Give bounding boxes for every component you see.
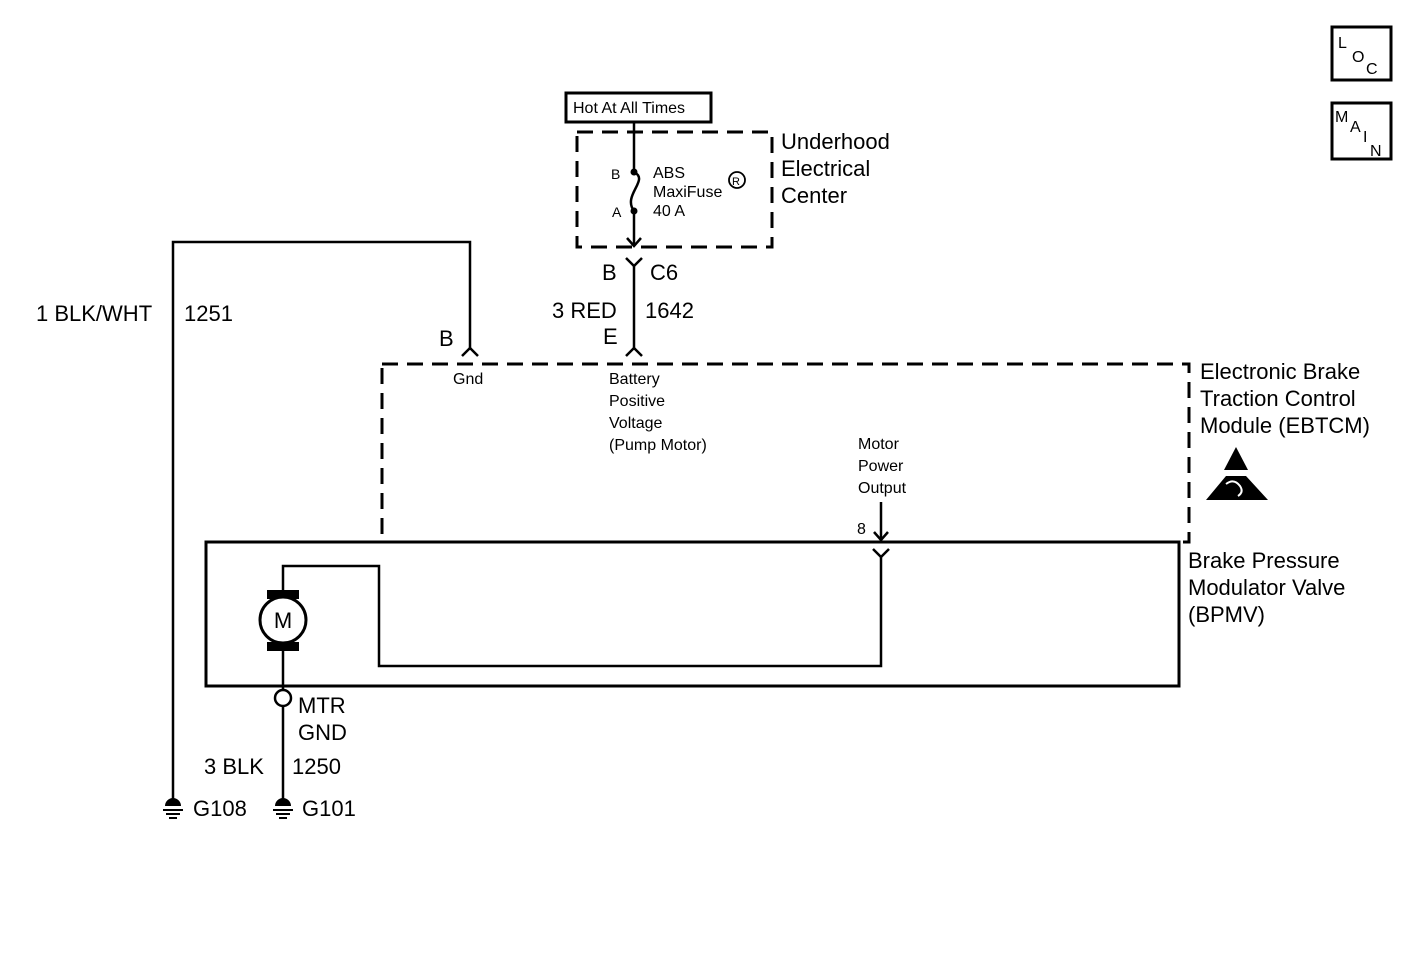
fuse-rating: 40 A [653,203,685,220]
motor-output-pin: 8 [857,521,866,538]
registered-mark-icon [728,171,746,189]
battery-label-2: Positive [609,393,665,410]
bpmv-box [204,540,1181,688]
loc-char-3: C [1366,61,1378,78]
main-char-2: A [1350,119,1361,136]
main-char-3: I [1363,129,1367,146]
wire-blkwht-pin: B [439,326,454,351]
loc-button[interactable]: L O C [1330,25,1393,82]
underhood-electrical-center-box [575,130,774,249]
arrow-down-icon-2 [873,531,889,542]
wire-blkwht-1251 [171,240,472,800]
connector-b-icon [461,346,479,357]
ground-g108-icon [163,798,183,819]
wire-blk-gauge-color: 3 BLK [204,754,264,779]
esd-warning-icon [1206,447,1268,500]
wire-blkwht-gauge-color: 1 BLK/WHT [36,301,152,326]
motor-output-label-1: Motor [858,436,900,453]
connector-c6-icon [625,257,643,268]
arrow-down-icon [626,237,642,248]
underhood-label-3: Center [781,183,847,208]
hot-at-all-times-box [564,91,713,124]
ebtcm-label-1: Electronic Brake [1200,359,1360,384]
connector-8-icon [872,548,890,559]
mtr-gnd-label-1: MTR [298,693,346,718]
wire-blk-circuit: 1250 [292,754,341,779]
connector-c6-name: C6 [650,260,678,285]
ebtcm-label-3: Module (EBTCM) [1200,413,1370,438]
ebtcm-gnd-label: Gnd [453,371,483,388]
hot-at-all-times-label: Hot At All Times [573,100,685,117]
registered-mark: R [732,176,740,188]
main-button[interactable]: M A I N [1330,101,1393,161]
bpmv-label-1: Brake Pressure [1188,548,1340,573]
fuse-pin-a: A [612,204,622,220]
ground-g101-icon [273,798,293,819]
wire-blkwht-circuit: 1251 [184,301,233,326]
ebtcm-label-2: Traction Control [1200,386,1356,411]
motor-output-label-3: Output [858,480,907,497]
motor-feed-wire [281,557,883,668]
underhood-label-1: Underhood [781,129,890,154]
bpmv-label-2: Modulator Valve [1188,575,1345,600]
bpmv-label-3: (BPMV) [1188,602,1265,627]
loc-char-1: L [1338,35,1347,52]
wire-red-pin: E [603,324,618,349]
battery-label-3: Voltage [609,415,662,432]
ebtcm-box [380,362,1191,544]
wire-red-gauge-color: 3 RED [552,298,617,323]
ground-g101-label: G101 [302,796,356,821]
fuse-name-2: MaxiFuse [653,184,722,201]
fuse-name-1: ABS [653,165,685,182]
pump-motor-icon [258,590,308,651]
ground-g108-label: G108 [193,796,247,821]
battery-label-1: Battery [609,371,660,388]
fuse-pin-b: B [611,166,620,182]
mtr-gnd-terminal [273,688,293,708]
wire-red-circuit: 1642 [645,298,694,323]
main-char-4: N [1370,143,1382,160]
loc-char-2: O [1352,49,1364,66]
connector-e-icon [625,346,643,357]
connector-c6-pin: B [602,260,617,285]
underhood-label-2: Electrical [781,156,870,181]
motor-symbol-label: M [274,608,292,633]
battery-label-4: (Pump Motor) [609,437,707,454]
fuse-icon [629,170,641,212]
motor-output-label-2: Power [858,458,904,475]
main-char-1: M [1335,109,1348,126]
mtr-gnd-label-2: GND [298,720,347,745]
